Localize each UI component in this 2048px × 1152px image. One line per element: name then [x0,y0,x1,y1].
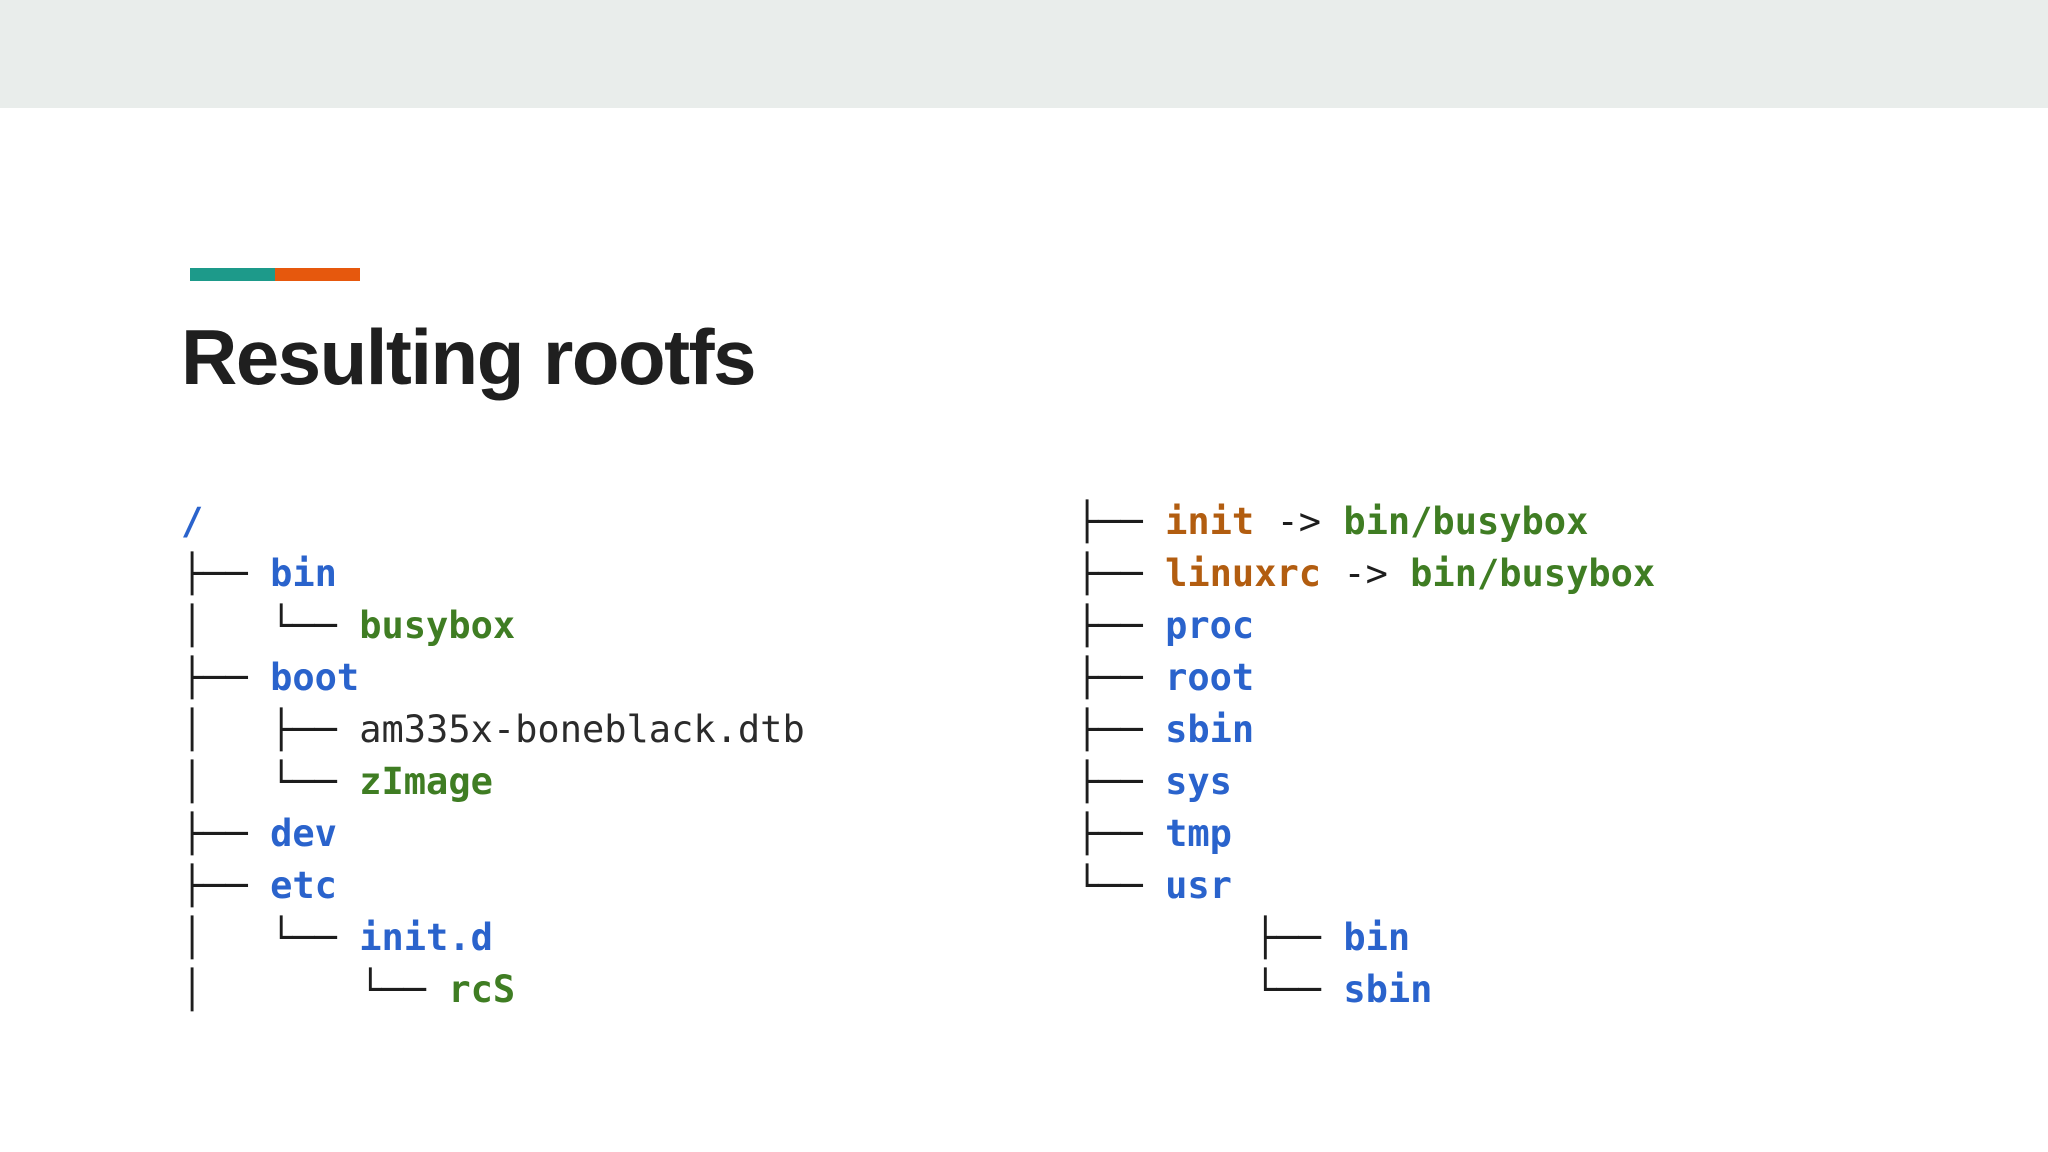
tree-entry: zImage [359,760,493,803]
tree-connector: │ ├── [181,708,360,751]
accent-bar-orange-segment [275,268,360,281]
tree-line: ├── init -> bin/busybox [1076,496,1655,548]
tree-line: ├── etc [181,860,805,912]
tree-line: ├── dev [181,808,805,860]
tree-line: ├── linuxrc -> bin/busybox [1076,548,1655,600]
tree-connector: │ └── [181,604,360,647]
tree-connector: ├── [1076,500,1166,543]
tree-entry: bin [270,552,337,595]
tree-connector: -> [1321,552,1411,595]
tree-entry: dev [270,812,337,855]
tree-entry: sbin [1343,968,1433,1011]
tree-entry: usr [1165,864,1232,907]
tree-line: │ └── zImage [181,756,805,808]
tree-connector: ├── [181,656,271,699]
page-title: Resulting rootfs [181,313,757,401]
tree-line: │ └── rcS [181,964,805,1016]
tree-connector: ├── [181,812,271,855]
tree-line: │ ├── am335x-boneblack.dtb [181,704,805,756]
accent-bar-teal-segment [190,268,275,281]
tree-entry: am335x-boneblack.dtb [359,708,805,751]
tree-connector: │ └── [181,968,449,1011]
tree-connector: ├── [1076,760,1166,803]
tree-entry: proc [1165,604,1255,647]
tree-line: ├── bin [1076,912,1655,964]
tree-line: ├── boot [181,652,805,704]
tree-entry: tmp [1165,812,1232,855]
tree-entry: bin/busybox [1410,552,1656,595]
tree-connector: ├── [1076,604,1166,647]
tree-line: ├── bin [181,548,805,600]
tree-connector: │ └── [181,760,360,803]
tree-line: │ └── init.d [181,912,805,964]
tree-connector: └── [1076,968,1344,1011]
tree-right-column: ├── init -> bin/busybox├── linuxrc -> bi… [1076,496,1655,1016]
tree-line: └── usr [1076,860,1655,912]
tree-connector: ├── [1076,812,1166,855]
tree-entry: linuxrc [1165,552,1322,595]
tree-connector: ├── [181,552,271,595]
tree-entry: bin/busybox [1343,500,1589,543]
tree-line: ├── sys [1076,756,1655,808]
tree-entry: rcS [448,968,516,1011]
tree-entry: etc [270,864,337,907]
top-band [0,0,2048,108]
tree-entry: init [1165,500,1255,543]
tree-line: ├── proc [1076,600,1655,652]
tree-entry: sbin [1165,708,1255,751]
tree-connector: ├── [1076,916,1344,959]
tree-line: ├── tmp [1076,808,1655,860]
accent-bar [190,268,360,281]
tree-entry: busybox [359,604,516,647]
tree-connector: └── [1076,864,1166,907]
tree-entry: init.d [359,916,493,959]
tree-entry: sys [1165,760,1232,803]
tree-entry: root [1165,656,1255,699]
tree-connector: ├── [1076,708,1166,751]
tree-line: ├── root [1076,652,1655,704]
tree-line: │ └── busybox [181,600,805,652]
tree-left-column: /├── bin│ └── busybox├── boot│ ├── am335… [181,496,805,1016]
tree-connector: ├── [1076,552,1166,595]
tree-connector: ├── [181,864,271,907]
tree-line: ├── sbin [1076,704,1655,756]
tree-entry: bin [1343,916,1411,959]
tree-connector: -> [1254,500,1344,543]
tree-entry: boot [270,656,360,699]
tree-line: └── sbin [1076,964,1655,1016]
tree-entry: / [181,500,204,543]
tree-connector: │ └── [181,916,360,959]
tree-connector: ├── [1076,656,1166,699]
tree-line: / [181,496,805,548]
